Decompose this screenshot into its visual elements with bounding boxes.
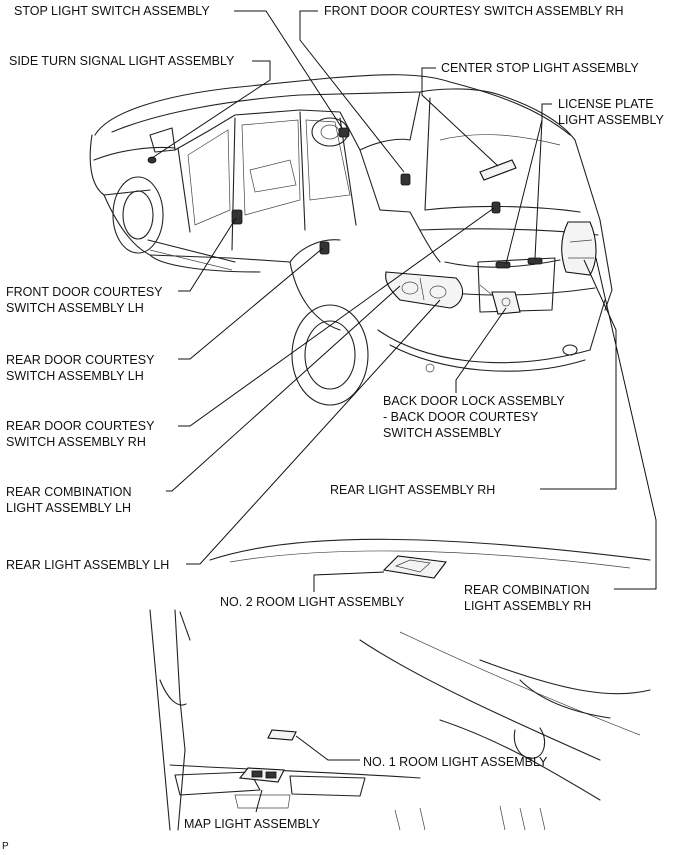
label-no2-room-light: NO. 2 ROOM LIGHT ASSEMBLY	[220, 595, 405, 609]
label-license-plate-light: LICENSE PLATE LIGHT ASSEMBLY	[558, 97, 664, 127]
label-rear-light-lh: REAR LIGHT ASSEMBLY LH	[6, 558, 170, 572]
back-door-lock-assembly	[479, 284, 521, 315]
label-rear-light-rh: REAR LIGHT ASSEMBLY RH	[330, 483, 496, 497]
label-rear-combination-lh: REAR COMBINATION LIGHT ASSEMBLY LH	[6, 485, 132, 515]
label-back-door-lock: BACK DOOR LOCK ASSEMBLY - BACK DOOR COUR…	[383, 394, 565, 440]
side-turn-signal-light	[147, 156, 157, 164]
stop-light-switch	[338, 127, 350, 138]
label-stop-light-switch: STOP LIGHT SWITCH ASSEMBLY	[14, 4, 210, 18]
label-map-light: MAP LIGHT ASSEMBLY	[184, 817, 321, 831]
leader-lines	[151, 10, 657, 813]
no1-room-light	[267, 729, 297, 741]
label-front-door-courtesy-lh: FRONT DOOR COURTESY SWITCH ASSEMBLY LH	[6, 285, 163, 315]
vehicle-body	[89, 74, 613, 406]
label-rear-door-courtesy-rh: REAR DOOR COURTESY SWITCH ASSEMBLY RH	[6, 419, 155, 449]
rear-combination-light-rh	[561, 221, 597, 276]
figure-code: P	[2, 841, 9, 852]
label-front-door-courtesy-rh: FRONT DOOR COURTESY SWITCH ASSEMBLY RH	[324, 4, 624, 18]
no2-room-light	[382, 555, 448, 579]
label-rear-combination-rh: REAR COMBINATION LIGHT ASSEMBLY RH	[464, 583, 592, 613]
label-center-stop-light: CENTER STOP LIGHT ASSEMBLY	[441, 61, 639, 75]
rear-combination-light-lh	[385, 271, 464, 309]
label-rear-door-courtesy-lh: REAR DOOR COURTESY SWITCH ASSEMBLY LH	[6, 353, 155, 383]
interior-view	[149, 538, 651, 831]
center-stop-light	[479, 159, 517, 181]
label-side-turn-signal: SIDE TURN SIGNAL LIGHT ASSEMBLY	[9, 54, 235, 68]
door-courtesy-switches	[231, 173, 501, 255]
map-light	[238, 767, 285, 783]
label-no1-room-light: NO. 1 ROOM LIGHT ASSEMBLY	[363, 755, 548, 769]
